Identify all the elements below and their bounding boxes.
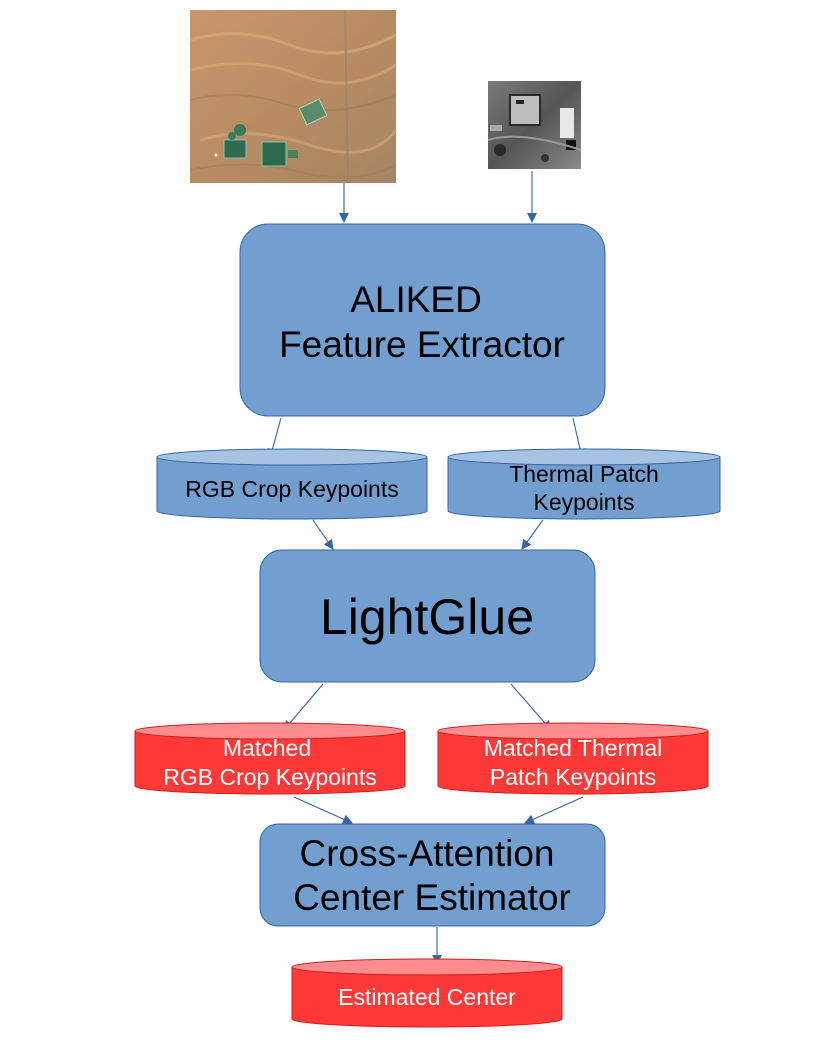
arrow-lightglue-to-matched-thermal: [510, 683, 552, 731]
matched-thermal-label-line2: Patch Keypoints: [490, 764, 656, 790]
feature-extractor-title: ALIKED: [350, 279, 482, 320]
center-estimator-title: Cross-Attention: [300, 833, 555, 874]
estimated-center-label: Estimated Center: [338, 984, 516, 1010]
arrow-thermal-keypoints-to-lightglue: [521, 519, 544, 550]
feature-extractor-subtitle: Feature Extractor: [279, 324, 565, 365]
matched-thermal-keypoints-store: Matched Thermal Patch Keypoints: [437, 722, 709, 795]
rgb-satellite-image: [189, 9, 398, 184]
matched-thermal-label-line1: Matched Thermal: [484, 735, 663, 761]
lightglue-label: LightGlue: [320, 589, 534, 645]
arrow-rgb-keypoints-to-lightglue: [312, 519, 334, 550]
feature-extractor-box: ALIKED Feature Extractor: [239, 223, 606, 417]
thermal-keypoints-label-line2: Keypoints: [533, 489, 634, 515]
lightglue-box: LightGlue: [259, 549, 596, 683]
matched-rgb-keypoints-store: Matched RGB Crop Keypoints: [134, 722, 406, 795]
center-estimator-subtitle: Center Estimator: [293, 877, 571, 918]
thermal-keypoints-store: Thermal Patch Keypoints: [447, 448, 721, 520]
estimated-center-store: Estimated Center: [291, 958, 563, 1028]
thermal-grayscale-image: [487, 81, 582, 169]
rgb-keypoints-store: RGB Crop Keypoints: [156, 448, 428, 520]
arrow-matched-thermal-to-estimator: [524, 796, 584, 824]
thermal-keypoints-label-line1: Thermal Patch: [509, 461, 659, 487]
matched-rgb-label-line2: RGB Crop Keypoints: [163, 764, 376, 790]
arrow-lightglue-to-matched-rgb: [283, 683, 324, 731]
rgb-keypoints-label: RGB Crop Keypoints: [185, 476, 398, 502]
arrow-matched-rgb-to-estimator: [293, 796, 353, 824]
matched-rgb-label-line1: Matched: [223, 735, 311, 761]
center-estimator-box: Cross-Attention Center Estimator: [259, 823, 606, 927]
